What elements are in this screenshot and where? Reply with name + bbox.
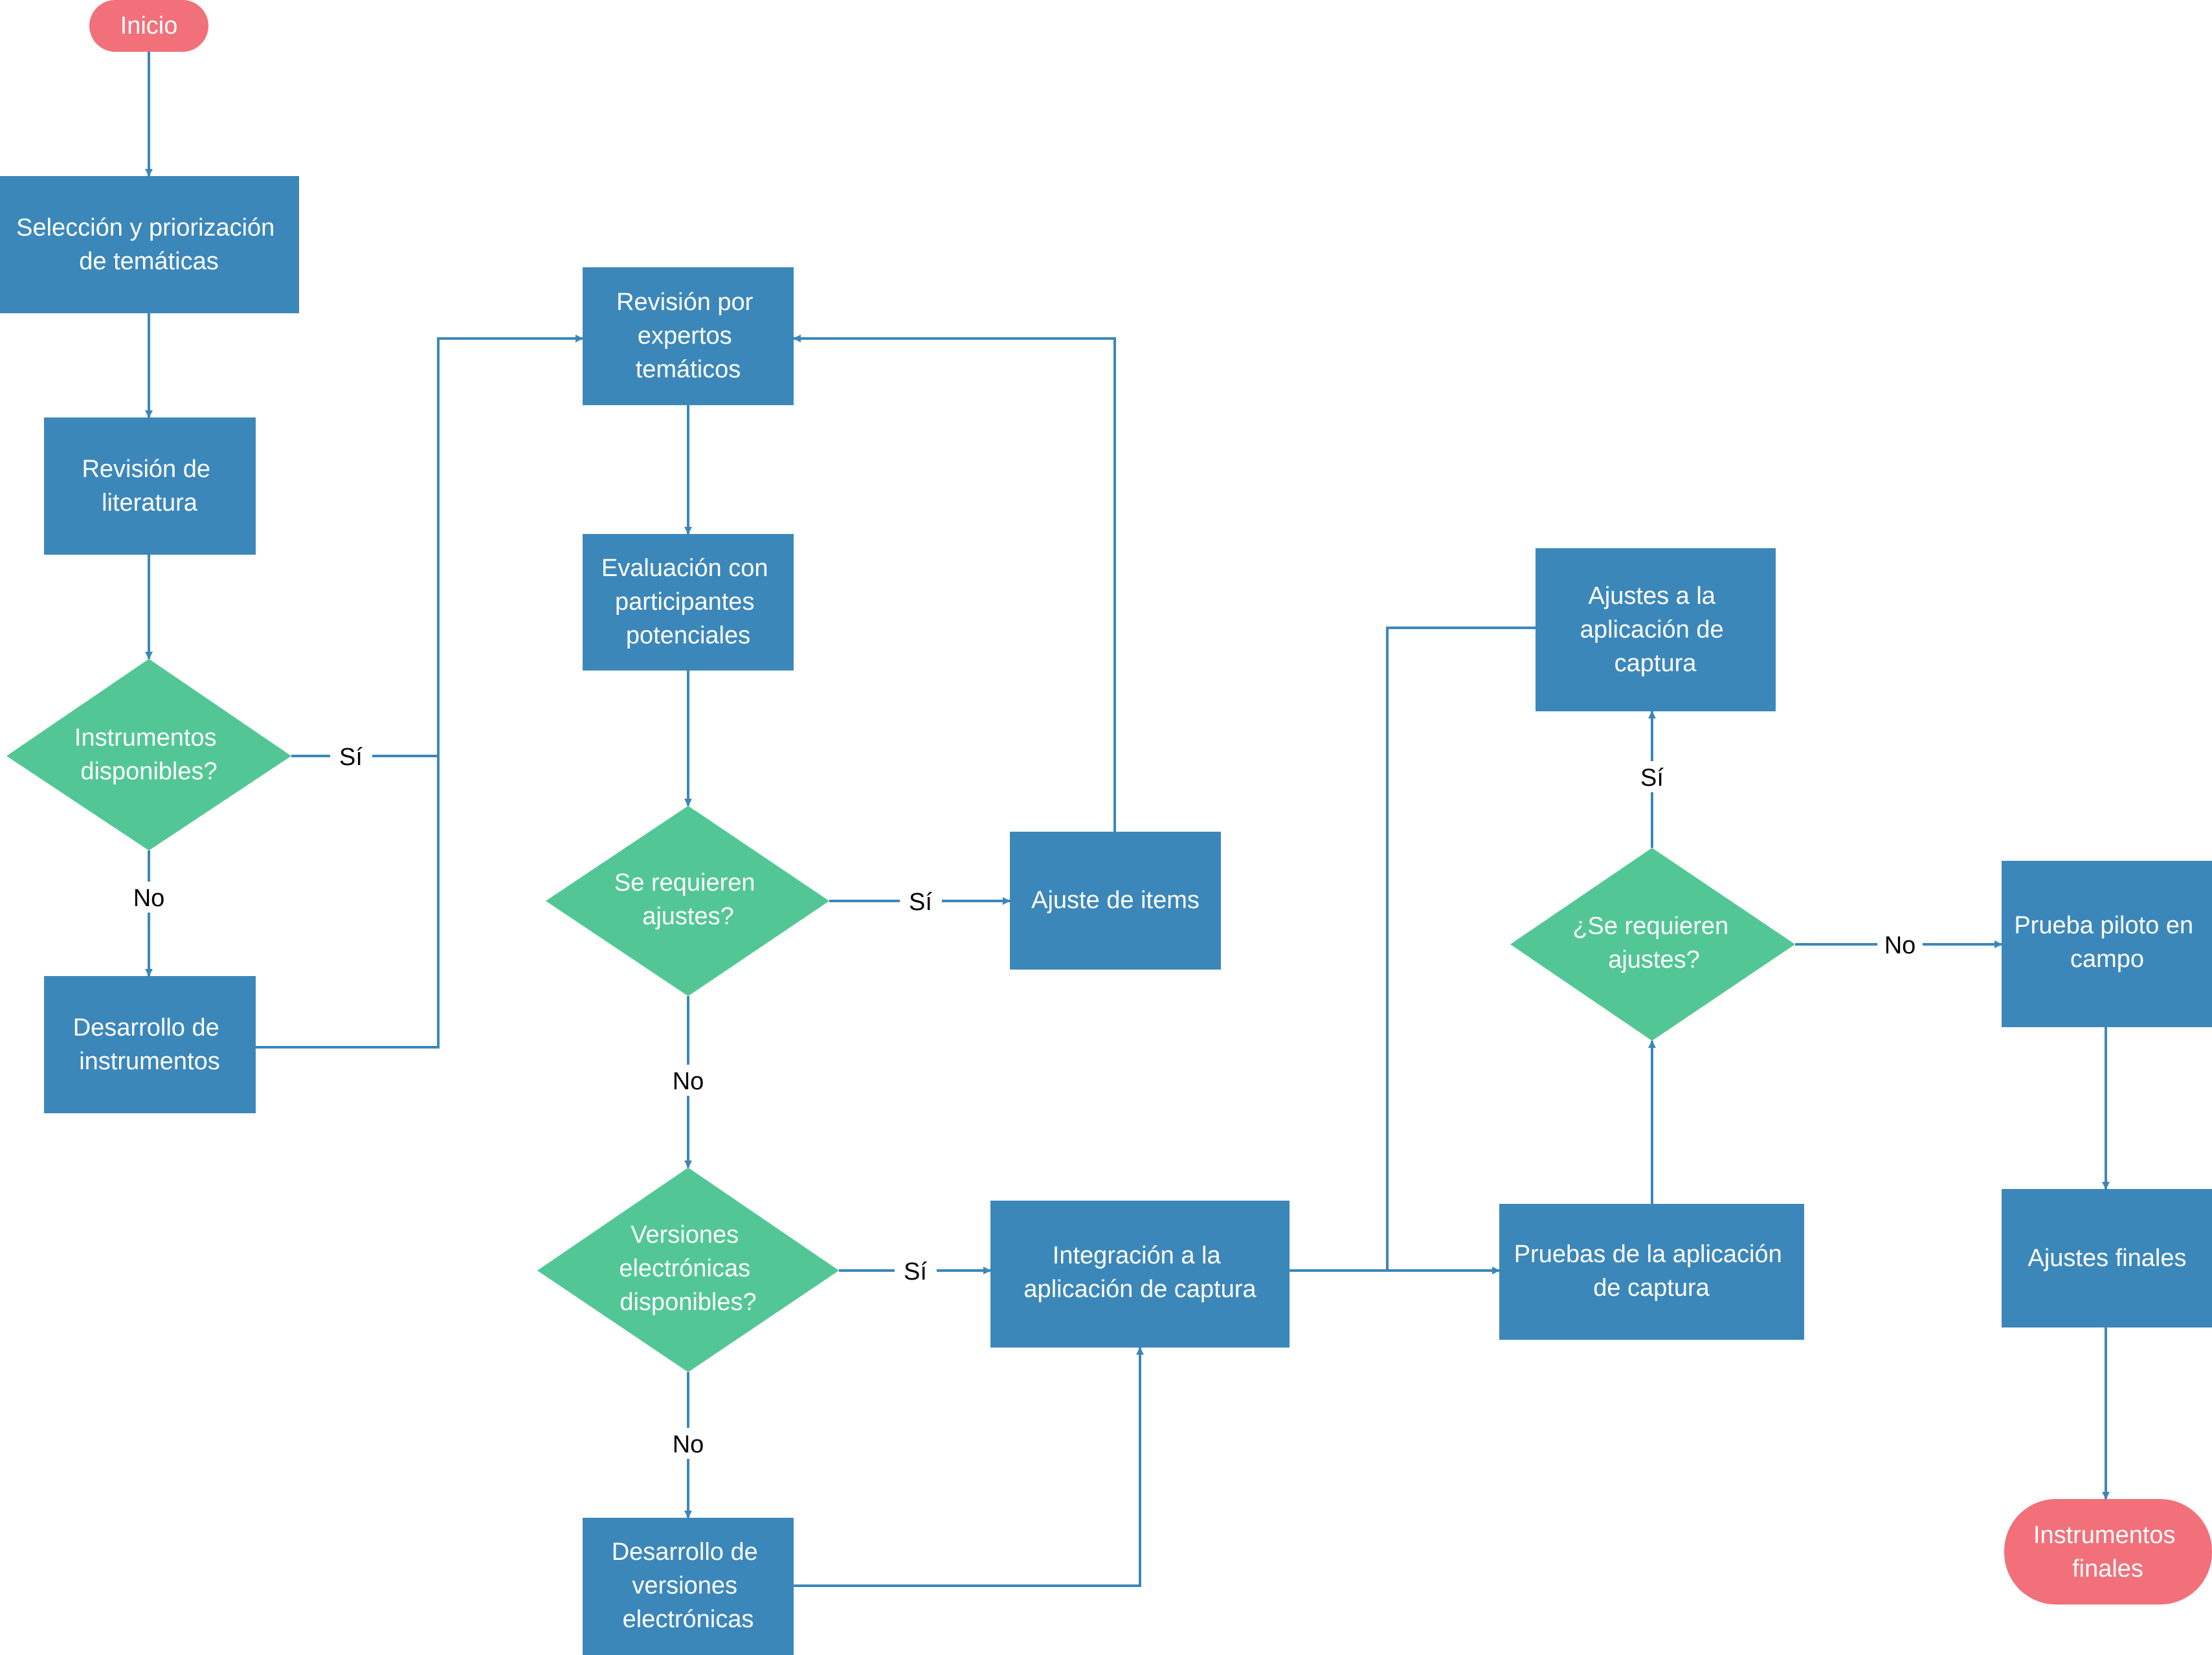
node-revision-expertos <box>583 267 794 405</box>
edge-label-ajustes2-si: Sí <box>1640 764 1664 792</box>
node-se-requieren-ajustes-2 <box>1510 848 1795 1041</box>
node-instrumentos-finales <box>2004 1499 2212 1605</box>
node-ajuste-items-label: Ajuste de items <box>1031 887 1200 914</box>
node-instrumentos-disponibles <box>6 659 291 850</box>
node-pruebas-aplicacion-label: Pruebas de la aplicación de captura <box>1514 1241 1789 1302</box>
edge-label-instrumentos-si: Sí <box>339 744 363 771</box>
node-ajustes-aplicacion <box>1536 548 1776 711</box>
node-ajustes-finales-label: Ajustes finales <box>2028 1245 2186 1272</box>
node-integracion-aplicacion <box>990 1201 1290 1348</box>
node-seleccion-label: Selección y priorización de temáticas <box>16 214 282 275</box>
node-desarrollo-versiones <box>583 1518 794 1655</box>
node-instrumentos-finales-label: Instrumentos finales <box>2033 1522 2182 1583</box>
node-se-requieren-ajustes-1 <box>546 806 829 996</box>
node-pruebas-aplicacion <box>1499 1204 1804 1340</box>
connectors <box>145 52 2110 1587</box>
edge-label-ajustes1-no: No <box>673 1068 704 1095</box>
node-evaluacion-participantes-label: Evaluación con participantes potenciales <box>601 555 775 649</box>
node-seleccion <box>0 176 299 313</box>
node-versiones-electronicas <box>537 1168 839 1372</box>
node-instrumentos-disponibles-label: Instrumentos disponibles? <box>74 724 223 785</box>
edge-label-versiones-no: No <box>673 1431 704 1458</box>
node-inicio-label: Inicio <box>120 12 178 39</box>
node-integracion-aplicacion-label: Integración a la aplicación de captura <box>1023 1242 1257 1303</box>
edge-label-ajustes2-no: No <box>1884 932 1916 959</box>
node-se-requieren-ajustes-1-label: Se requieren ajustes? <box>614 869 762 930</box>
node-prueba-piloto <box>2002 861 2212 1027</box>
edge-labels: Sí No Sí No Sí No Sí No <box>126 740 1923 1459</box>
node-revision-expertos-label: Revisión por expertos temáticos <box>616 289 760 383</box>
node-versiones-electronicas-label: Versiones electrónicas disponibles? <box>619 1221 757 1316</box>
node-revision-literatura-label: Revisión de literatura <box>82 456 217 516</box>
node-desarrollo-instrumentos-label: Desarrollo de instrumentos <box>73 1014 227 1075</box>
edge-label-instrumentos-no: No <box>133 885 165 912</box>
node-ajustes-finales <box>2002 1189 2212 1327</box>
node-ajustes-aplicacion-label: Ajustes a la aplicación de captura <box>1580 583 1730 677</box>
edge-instrumentos-si <box>291 335 583 757</box>
node-desarrollo-instrumentos <box>44 976 256 1113</box>
node-evaluacion-participantes <box>583 534 794 671</box>
edge-ajustes-aplicacion-join <box>1386 627 1536 1271</box>
edge-label-ajustes1-si: Sí <box>909 889 932 916</box>
node-inicio <box>89 0 208 52</box>
edge-desarrollo-instrumentos-join <box>256 756 440 1049</box>
edge-ajuste-items-expertos <box>793 335 1116 832</box>
node-se-requieren-ajustes-2-label: ¿Se requieren ajustes? <box>1572 913 1735 973</box>
edge-desarrollo-versiones-integracion <box>794 1347 1144 1587</box>
edge-label-versiones-si: Sí <box>904 1258 927 1285</box>
node-prueba-piloto-label: Prueba piloto en campo <box>2014 912 2200 973</box>
node-desarrollo-versiones-label: Desarrollo de versiones electrónicas <box>612 1538 765 1633</box>
node-revision-literatura <box>44 417 256 555</box>
node-ajuste-items <box>1010 832 1221 970</box>
